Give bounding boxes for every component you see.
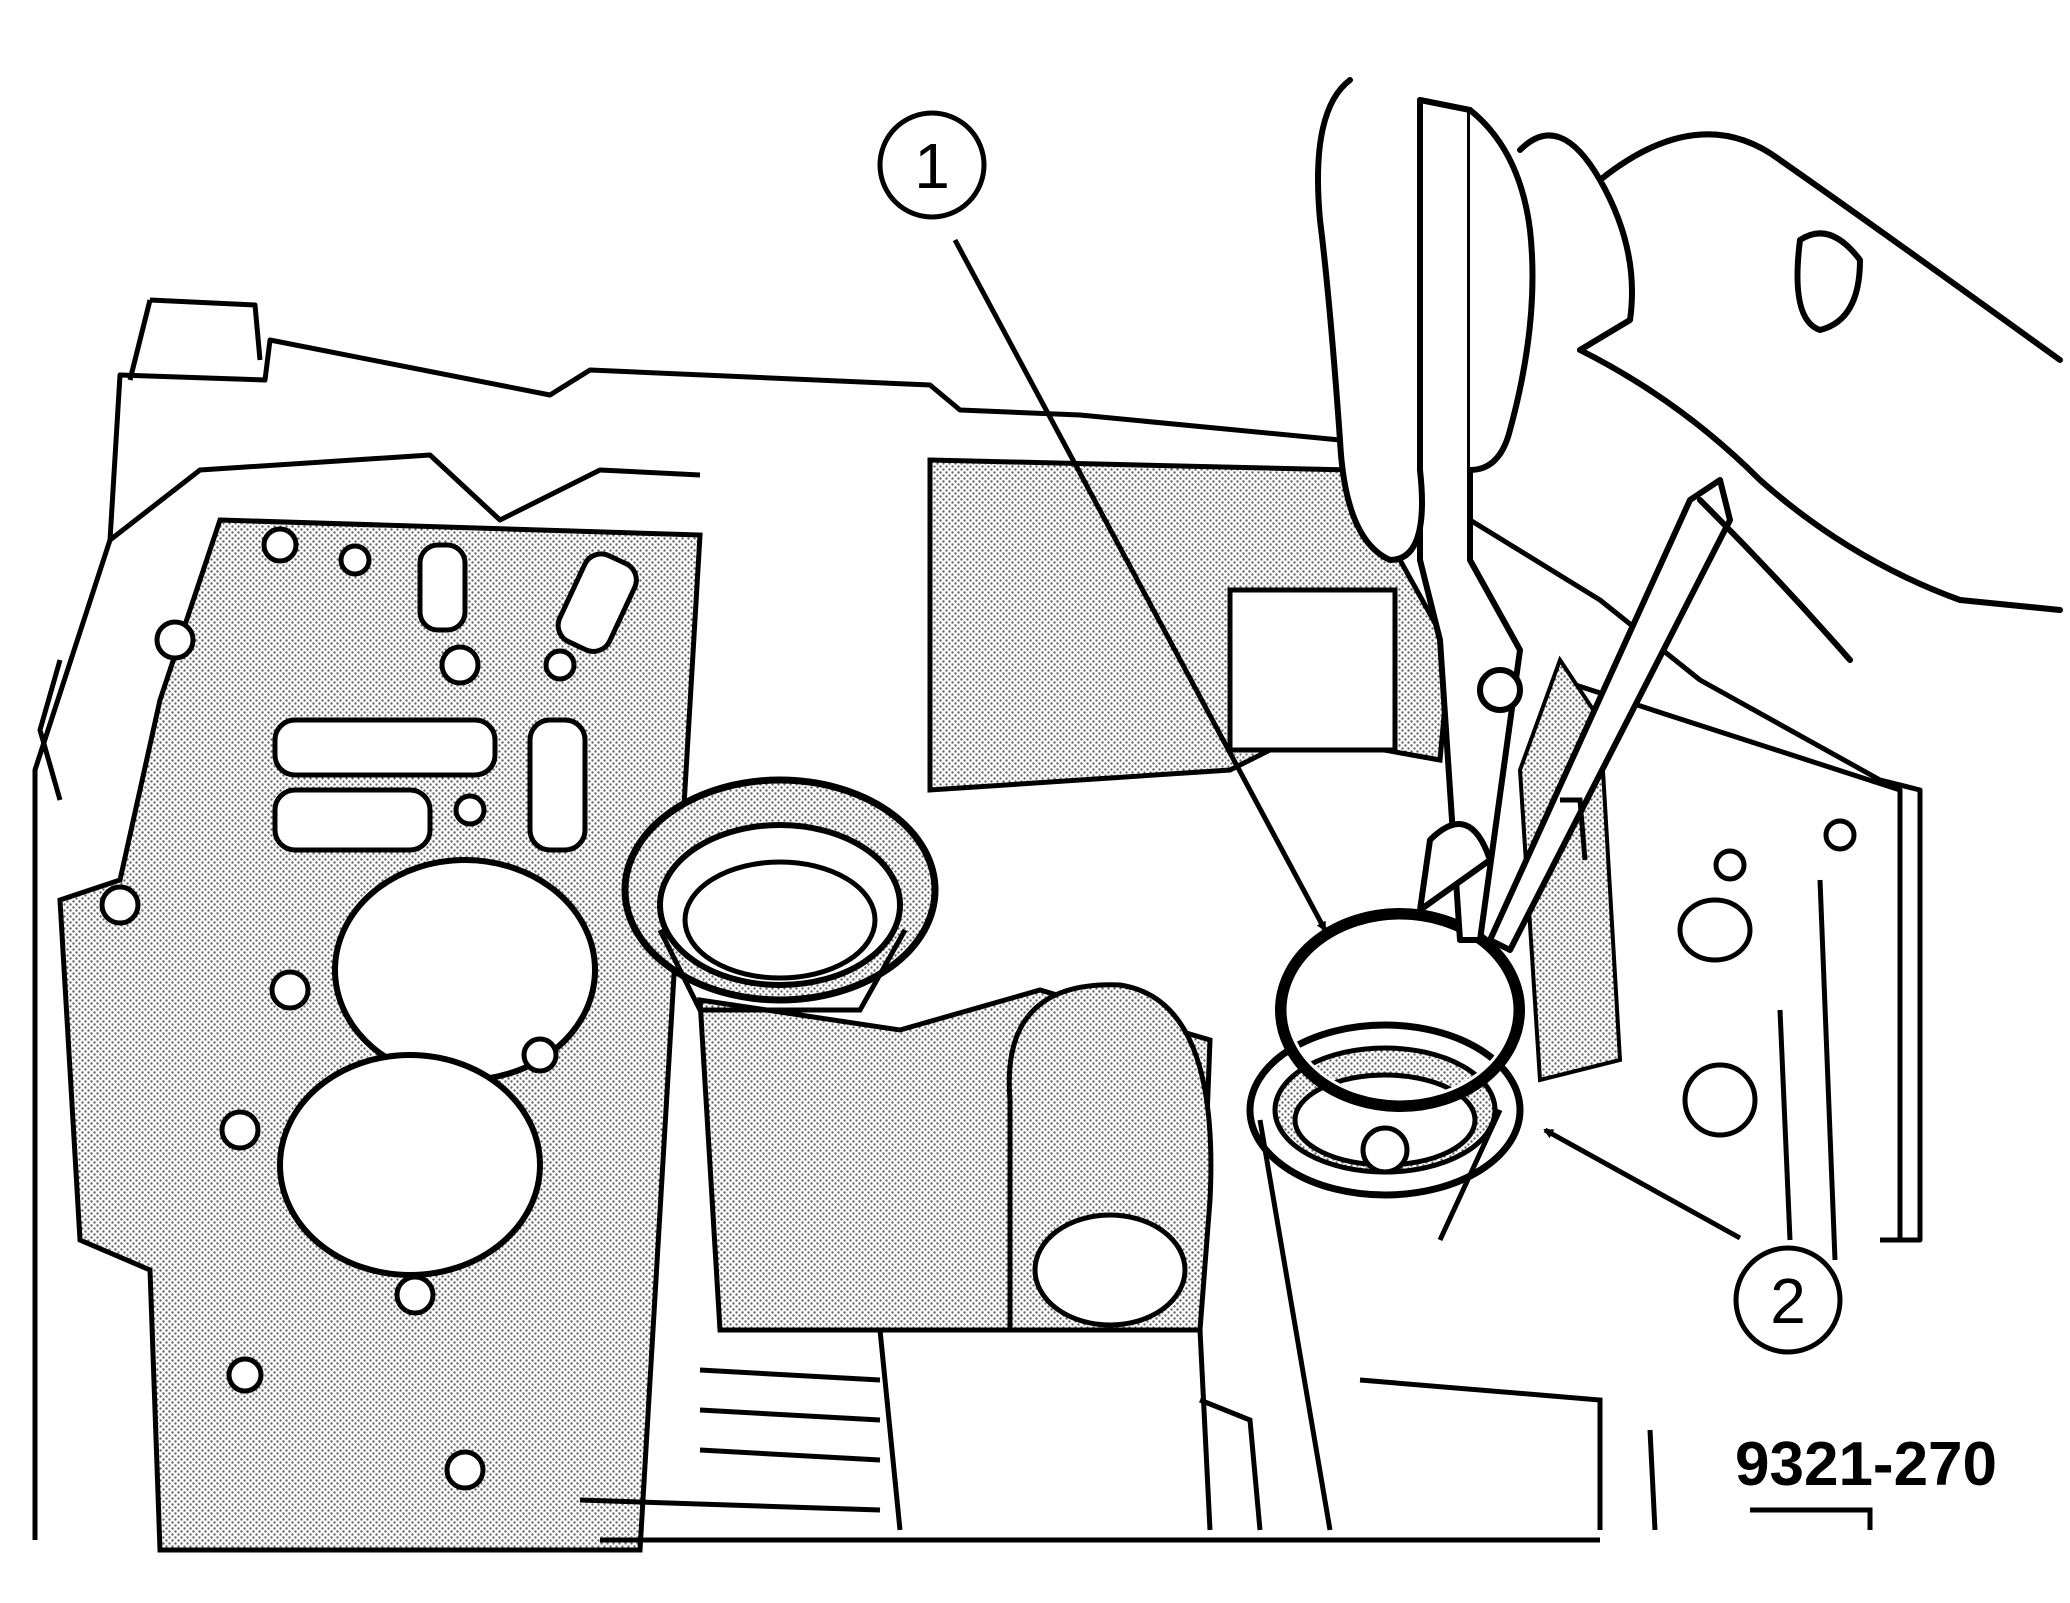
valve-body <box>32 297 1923 1540</box>
lower-details <box>579 797 1873 1543</box>
leader-lines <box>952 238 1742 1241</box>
body-shading <box>697 457 1623 1333</box>
callout-2-label: 2 <box>1770 1265 1806 1337</box>
callout-1-label: 1 <box>914 130 950 202</box>
snap-ring-pliers <box>1417 97 1733 953</box>
leader-line-1 <box>952 238 1328 932</box>
callout-1: 1 <box>877 110 987 220</box>
seal-ring <box>1275 908 1525 1112</box>
hand <box>1315 77 2063 663</box>
leader-line-2 <box>1543 1127 1742 1241</box>
left-bore <box>621 776 939 1013</box>
callout-2: 2 <box>1733 1245 1843 1355</box>
separator-gasket <box>57 517 703 1553</box>
figure-id: 9321-270 <box>1735 1430 1997 1499</box>
